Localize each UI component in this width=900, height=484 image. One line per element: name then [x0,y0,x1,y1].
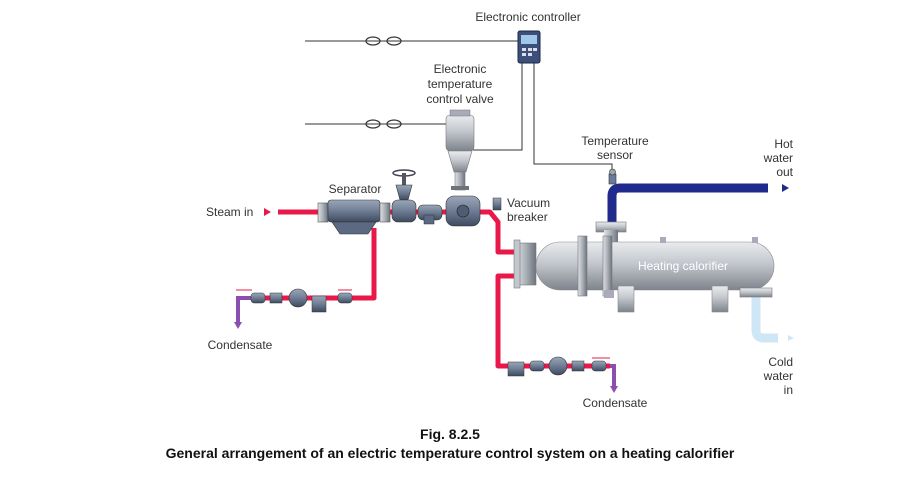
separator-drain-pipe [352,228,377,301]
label-steam-in: Steam in [206,205,253,219]
cable-break-lower [365,119,402,129]
label-condensate-left: Condensate [208,338,273,352]
cold-water-pipe [751,296,778,343]
controller-to-valve-line [473,62,523,151]
pipeline-strainer [417,204,443,225]
label-temp-sensor-line1: Temperature [581,134,649,148]
condensate-arrow-right [610,386,618,393]
left-steam-trap-set [236,288,353,313]
figure-caption: General arrangement of an electric tempe… [165,445,735,461]
electronic-controller [517,30,541,64]
condensate-arrow-left [234,322,242,329]
isolation-valve [391,169,417,223]
right-steam-trap-set [507,356,610,377]
label-electronic-controller: Electronic controller [475,10,580,24]
vacuum-breaker [492,197,502,211]
label-hot-water-line3: out [776,165,793,179]
label-vacuum-line2: breaker [507,210,548,224]
steam-in-arrow [264,208,271,216]
hot-water-arrow [782,184,789,192]
label-hot-water-line2: water [763,151,793,165]
label-valve-line1: Electronic [434,62,487,76]
temperature-sensor [608,168,617,185]
label-cold-water-line1: Cold [768,355,793,369]
condensate-pipes [236,296,616,386]
label-heating-calorifier: Heating calorifier [638,259,728,273]
steam-to-calorifier-pipe [478,209,516,255]
label-temp-sensor-line2: sensor [597,148,633,162]
hot-water-pipe [607,183,768,222]
label-condensate-right: Condensate [583,396,648,410]
label-valve-line2: temperature [428,77,493,91]
label-cold-water-line3: in [784,383,793,397]
heating-calorifier-diagram: Electronic controller Electronic tempera… [206,10,794,410]
cable-break-upper [365,36,402,46]
label-separator: Separator [329,182,382,196]
label-valve-line3: control valve [426,92,494,106]
label-hot-water-line1: Hot [774,137,793,151]
label-vacuum-line1: Vacuum [507,196,550,210]
label-cold-water-line2: water [763,369,793,383]
cold-water-arrow [788,335,794,341]
electronic-temperature-control-valve [445,109,481,227]
heating-calorifier [513,221,775,313]
separator [317,199,391,235]
figure-number: Fig. 8.2.5 [420,426,480,442]
